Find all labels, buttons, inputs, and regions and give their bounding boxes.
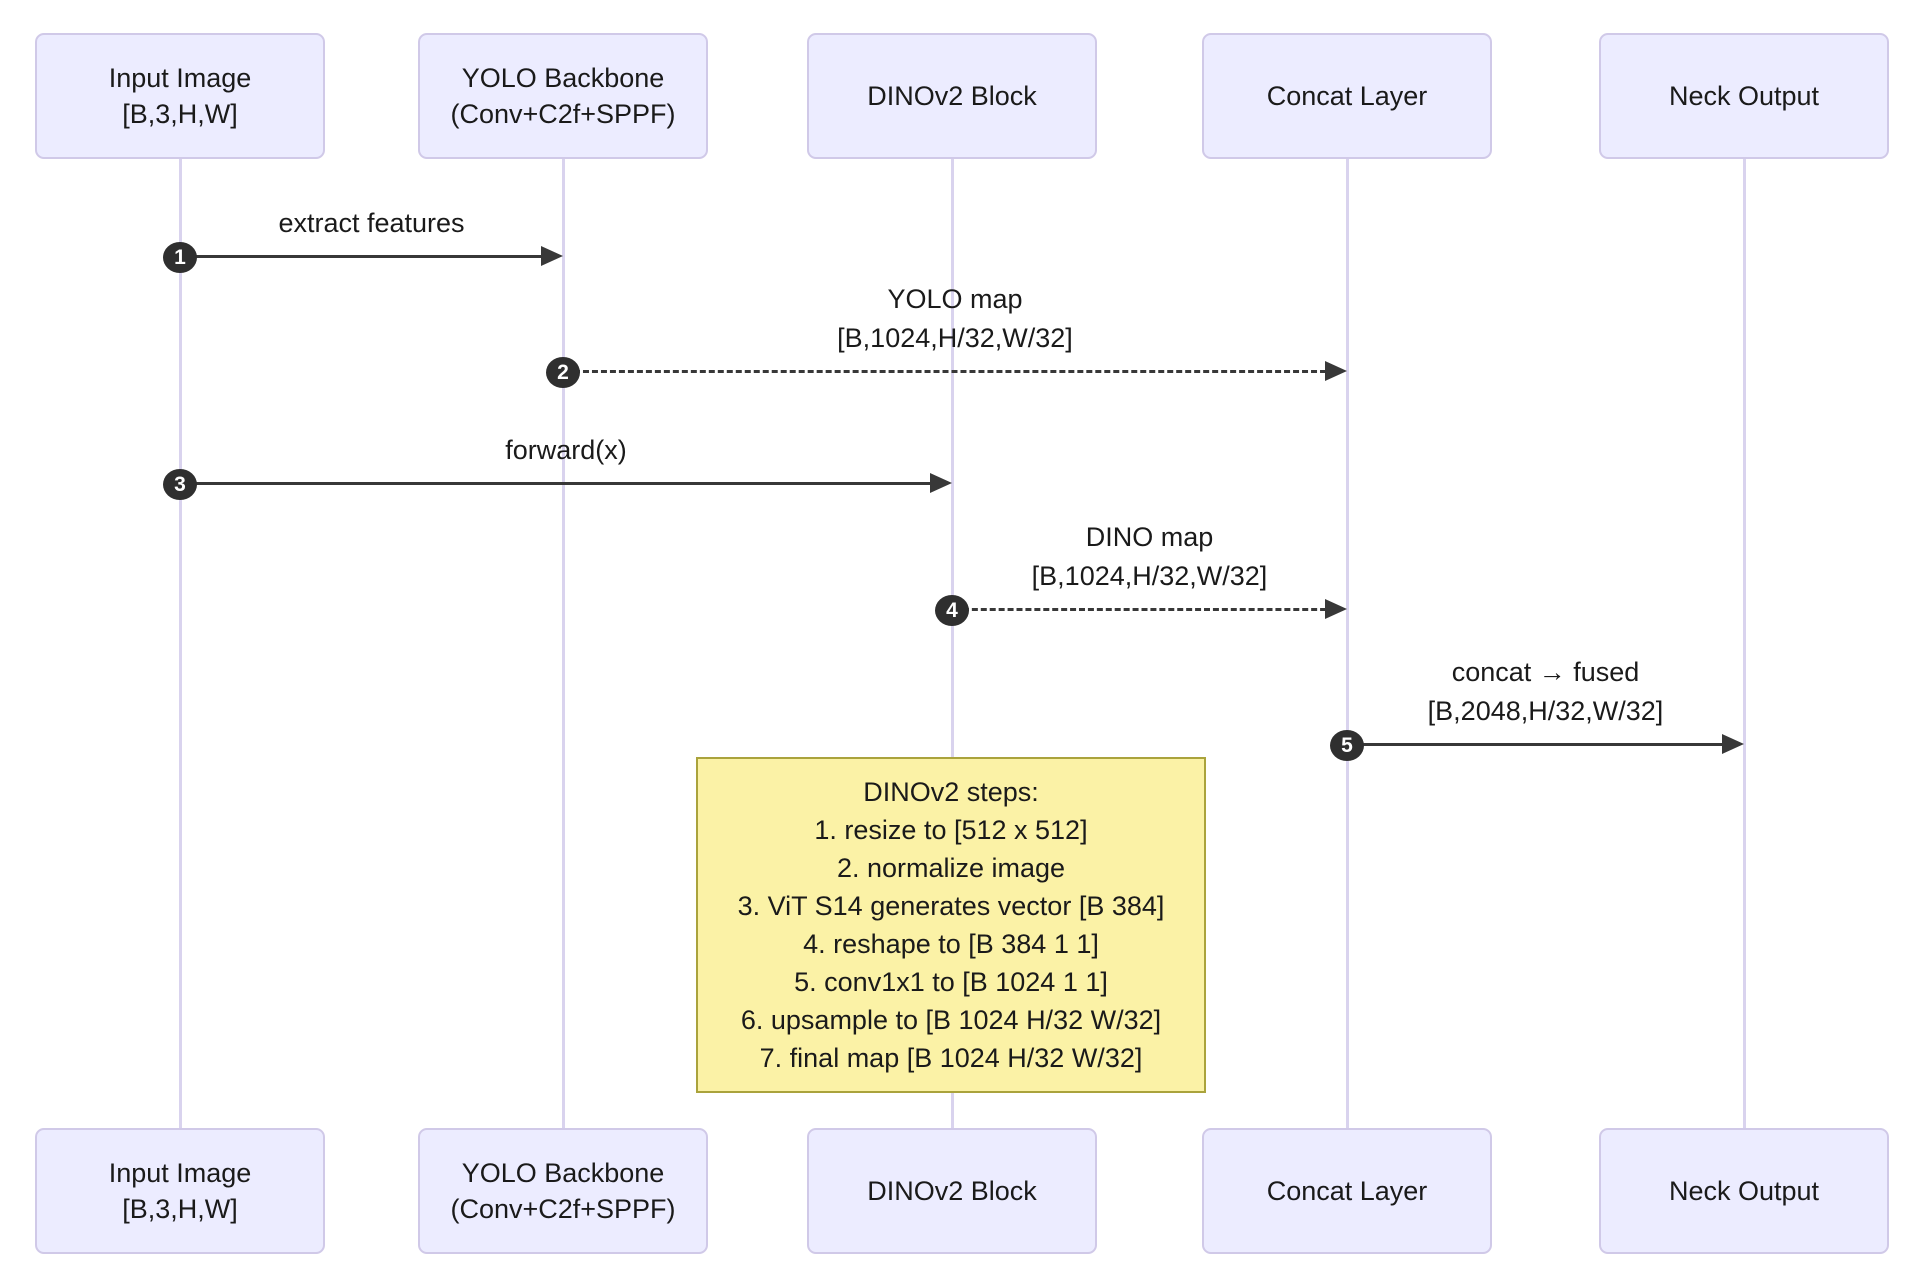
seq-badge: 5 [1330,730,1364,761]
message-label: DINO map [B,1024,H/32,W/32] [850,518,1450,596]
message-arrow-line [1349,743,1732,746]
note-line: 3. ViT S14 generates vector [B 384] [737,891,1165,921]
message-label: extract features [72,204,672,243]
participant-box-bottom-4: Neck Output [1599,1128,1889,1254]
message-label: forward(x) [266,431,866,470]
lifeline [950,159,954,1128]
message-label-line: YOLO map [887,284,1023,314]
note-line: 1. resize to [512 x 512] [814,815,1088,845]
participant-box-top-2: DINOv2 Block [807,33,1097,159]
message-label-line: extract features [278,208,465,238]
lifeline [1742,159,1746,1128]
participant-label: Input Image [108,63,252,93]
message-label-line: concat → fused [1451,657,1640,687]
arrowhead-icon [930,473,952,493]
participant-label: (Conv+C2f+SPPF) [450,1194,676,1224]
participant-label: DINOv2 Block [867,81,1037,111]
arrowhead-icon [1325,361,1347,381]
message-arrow-line [182,482,940,485]
participant-label: [B,3,H,W] [122,99,238,129]
note-line: 4. reshape to [B 384 1 1] [803,929,1099,959]
participant-label: Concat Layer [1266,81,1428,111]
note-line: 2. normalize image [836,853,1066,883]
arrowhead-icon [1722,734,1744,754]
message-label-line: DINO map [1085,522,1214,552]
message-arrow-line [182,255,551,258]
participant-box-bottom-2: DINOv2 Block [807,1128,1097,1254]
lifeline [178,159,182,1128]
note-line: DINOv2 steps: [863,777,1039,807]
arrowhead-icon [1325,599,1347,619]
participant-label: DINOv2 Block [867,1176,1037,1206]
dinov2-steps-note: DINOv2 steps: 1. resize to [512 x 512] 2. … [696,757,1206,1093]
participant-label: Neck Output [1668,1176,1820,1206]
participant-label: (Conv+C2f+SPPF) [450,99,676,129]
participant-box-bottom-1: YOLO Backbone (Conv+C2f+SPPF) [418,1128,708,1254]
seq-badge: 2 [546,357,580,388]
message-label-line: [B,1024,H/32,W/32] [1031,561,1268,591]
participant-box-top-3: Concat Layer [1202,33,1492,159]
message-label: concat → fused [B,2048,H/32,W/32] [1246,653,1846,731]
seq-badge: 4 [935,595,969,626]
participant-box-top-4: Neck Output [1599,33,1889,159]
message-arrow-line [565,370,1335,373]
participant-label: YOLO Backbone [461,1158,665,1188]
participant-box-bottom-3: Concat Layer [1202,1128,1492,1254]
note-line: 7. final map [B 1024 H/32 W/32] [759,1043,1143,1073]
arrowhead-icon [541,246,563,266]
note-line: 5. conv1x1 to [B 1024 1 1] [794,967,1108,997]
seq-badge: 1 [163,242,197,273]
participant-box-bottom-0: Input Image [B,3,H,W] [35,1128,325,1254]
message-label-line: [B,2048,H/32,W/32] [1427,696,1664,726]
seq-badge: 3 [163,469,197,500]
participant-box-top-0: Input Image [B,3,H,W] [35,33,325,159]
message-label: YOLO map [B,1024,H/32,W/32] [655,280,1255,358]
lifeline [1345,159,1349,1128]
note-line: 6. upsample to [B 1024 H/32 W/32] [740,1005,1162,1035]
participant-label: Neck Output [1668,81,1820,111]
participant-label: YOLO Backbone [461,63,665,93]
message-label-line: [B,1024,H/32,W/32] [837,323,1073,353]
participant-label: Input Image [108,1158,252,1188]
message-label-line: forward(x) [505,435,627,465]
participant-label: Concat Layer [1266,1176,1428,1206]
participant-label: [B,3,H,W] [122,1194,238,1224]
message-arrow-line [954,608,1335,611]
lifeline [561,159,565,1128]
participant-box-top-1: YOLO Backbone (Conv+C2f+SPPF) [418,33,708,159]
